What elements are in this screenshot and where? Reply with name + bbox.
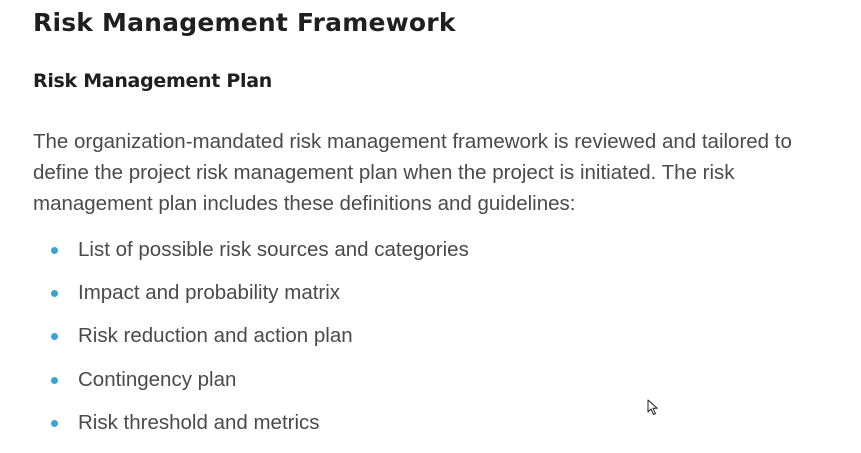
- bullet-icon: [51, 290, 58, 298]
- bullet-icon: [51, 247, 58, 254]
- list-item-text: List of possible risk sources and catego…: [78, 238, 469, 261]
- page-title: Risk Management Framework: [33, 8, 456, 37]
- list-item-text: Impact and probability matrix: [78, 281, 341, 305]
- bullet-icon: [51, 376, 58, 384]
- section-heading: Risk Management Plan: [33, 70, 272, 92]
- bullet-icon: [51, 333, 58, 341]
- bullet-icon: [51, 419, 58, 427]
- list-item-text: Risk threshold and metrics: [78, 410, 320, 434]
- intro-paragraph: The organization-mandated risk managemen…: [33, 130, 792, 215]
- list-item-text: Contingency plan: [78, 367, 237, 391]
- list-item-text: Risk reduction and action plan: [78, 324, 353, 348]
- mouse-pointer-icon: [647, 399, 658, 415]
